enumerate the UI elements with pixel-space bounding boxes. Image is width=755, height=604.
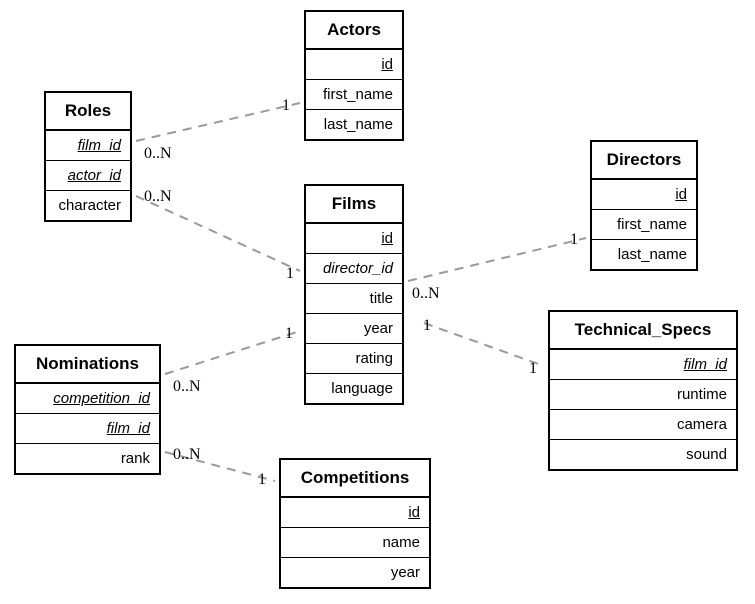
cardinality-label-roles-films-to: 1 [286,265,294,282]
attribute-label: language [331,380,393,397]
attribute-label: first_name [322,86,393,103]
attribute-label: actor_id [67,167,121,184]
entity-title-films: Films [306,186,402,224]
attribute-label: last_name [617,246,687,263]
attribute-actors-first_name[interactable]: first_name [306,80,402,110]
cardinality-label-roles-actors-to: 1 [282,97,290,114]
attribute-competitions-id[interactable]: id [281,498,429,528]
attribute-label: director_id [322,260,393,277]
entity-competitions[interactable]: Competitions id name year [279,458,431,589]
cardinality-label-films-technical_specs-from: 1 [423,317,431,334]
attribute-label: film_id [106,420,150,437]
entity-title-actors: Actors [306,12,402,50]
entity-title-directors: Directors [592,142,696,180]
attribute-label: title [369,290,393,307]
attribute-label: id [381,230,393,247]
cardinality-label-nominations-films-from: 0..N [173,378,201,395]
cardinality-label-nominations-films-to: 1 [285,325,293,342]
attribute-films-rating[interactable]: rating [306,344,402,374]
attribute-roles-film_id[interactable]: film_id [46,131,130,161]
attribute-technical_specs-camera[interactable]: camera [550,410,736,440]
cardinality-label-roles-films-from: 0..N [144,188,172,205]
relationship-line-nominations-films [164,330,301,375]
relationship-line-films-technical_specs [423,322,545,367]
attribute-label: film_id [77,137,121,154]
attribute-films-title[interactable]: title [306,284,402,314]
attribute-label: year [363,320,393,337]
attribute-actors-id[interactable]: id [306,50,402,80]
entity-roles[interactable]: Roles film_id actor_id character [44,91,132,222]
relationship-line-films-directors [407,237,587,282]
attribute-label: sound [686,446,727,463]
cardinality-label-films-directors-from: 0..N [412,285,440,302]
attribute-actors-last_name[interactable]: last_name [306,110,402,139]
attribute-label: rank [120,450,150,467]
entity-title-nominations: Nominations [16,346,159,384]
cardinality-label-films-technical_specs-to: 1 [529,360,537,377]
cardinality-label-films-directors-to: 1 [570,231,578,248]
attribute-directors-first_name[interactable]: first_name [592,210,696,240]
attribute-technical_specs-runtime[interactable]: runtime [550,380,736,410]
attribute-films-director_id[interactable]: director_id [306,254,402,284]
attribute-label: film_id [683,356,727,373]
attribute-label: id [675,186,687,203]
attribute-competitions-year[interactable]: year [281,558,429,587]
attribute-label: runtime [676,386,727,403]
entity-directors[interactable]: Directors id first_name last_name [590,140,698,271]
attribute-technical_specs-sound[interactable]: sound [550,440,736,469]
attribute-label: name [382,534,420,551]
attribute-films-id[interactable]: id [306,224,402,254]
attribute-directors-last_name[interactable]: last_name [592,240,696,269]
attribute-roles-character[interactable]: character [46,191,130,220]
entity-actors[interactable]: Actors id first_name last_name [304,10,404,141]
attribute-label: character [58,197,121,214]
attribute-competitions-name[interactable]: name [281,528,429,558]
cardinality-label-nominations-competitions-to: 1 [258,471,266,488]
attribute-label: id [408,504,420,521]
attribute-nominations-film_id[interactable]: film_id [16,414,159,444]
attribute-roles-actor_id[interactable]: actor_id [46,161,130,191]
cardinality-label-roles-actors-from: 0..N [144,145,172,162]
attribute-label: id [381,56,393,73]
attribute-label: competition_id [53,390,150,407]
attribute-films-year[interactable]: year [306,314,402,344]
attribute-nominations-rank[interactable]: rank [16,444,159,473]
attribute-label: camera [676,416,727,433]
attribute-label: last_name [323,116,393,133]
entity-title-competitions: Competitions [281,460,429,498]
relationship-line-roles-actors [135,102,301,142]
relationship-line-roles-films [135,195,301,272]
cardinality-label-nominations-competitions-from: 0..N [173,446,201,463]
attribute-technical_specs-film_id[interactable]: film_id [550,350,736,380]
attribute-nominations-competition_id[interactable]: competition_id [16,384,159,414]
attribute-directors-id[interactable]: id [592,180,696,210]
attribute-label: year [390,564,420,581]
attribute-label: rating [355,350,393,367]
entity-title-roles: Roles [46,93,130,131]
entity-title-technical_specs: Technical_Specs [550,312,736,350]
attribute-label: first_name [616,216,687,233]
attribute-films-language[interactable]: language [306,374,402,403]
